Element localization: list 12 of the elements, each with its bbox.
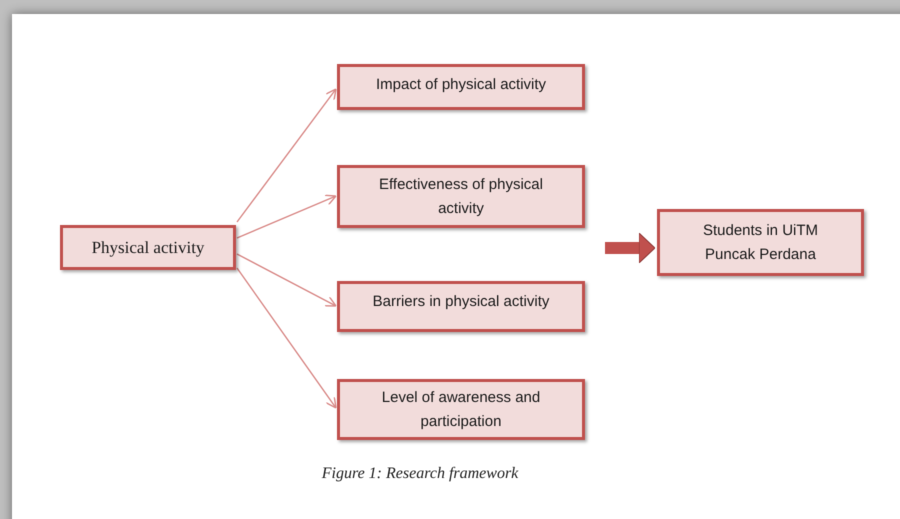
concept-box: Impact of physical activity bbox=[337, 64, 585, 110]
concept-box: Effectiveness of physical activity bbox=[337, 165, 585, 228]
arrow bbox=[236, 253, 337, 307]
figure-caption: Figure 1: Research framework bbox=[320, 464, 520, 484]
arrow bbox=[236, 194, 337, 239]
concept-box: Barriers in physical activity bbox=[337, 281, 585, 332]
concept-box: Students in UiTM Puncak Perdana bbox=[657, 209, 864, 276]
concept-box: Physical activity bbox=[60, 225, 236, 270]
arrow bbox=[236, 268, 337, 409]
arrow bbox=[236, 88, 337, 222]
concept-box: Level of awareness and participation bbox=[337, 379, 585, 440]
block-arrow bbox=[605, 232, 656, 264]
